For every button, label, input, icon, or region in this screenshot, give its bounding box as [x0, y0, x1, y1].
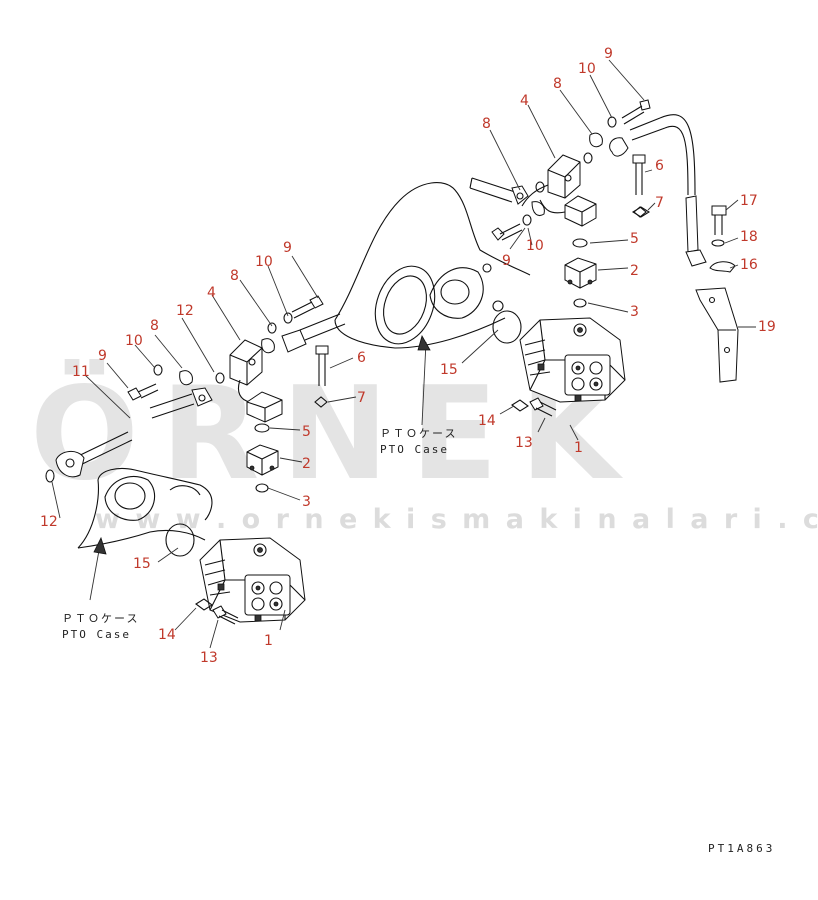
- pto-case-label-jp-right: ＰＴＯケース: [380, 427, 457, 440]
- callout-19: 19: [758, 319, 776, 335]
- left-assembly: [45, 295, 346, 625]
- callout-numbers: 9 10 8 4 8 6 7 5 2 3 9 10 17 18 16 19 15…: [40, 46, 776, 666]
- callout-10-left: 10: [125, 333, 143, 349]
- watermark-url: w w w . o r n e k i s m a k i n a l a r …: [95, 504, 818, 535]
- callout-14-right: 14: [478, 413, 496, 429]
- callout-11: 11: [72, 364, 90, 380]
- callout-4-left: 4: [207, 285, 216, 301]
- callout-10-mid: 10: [526, 238, 544, 254]
- callout-6-right: 6: [655, 158, 664, 174]
- callout-2-right: 2: [630, 263, 639, 279]
- callout-5-right: 5: [630, 231, 639, 247]
- callout-10-top: 10: [578, 61, 596, 77]
- callout-9-left: 9: [98, 348, 107, 364]
- callout-6-left: 6: [357, 350, 366, 366]
- leader-lines: [51, 59, 756, 649]
- callout-12-left: 12: [40, 514, 58, 530]
- callout-15-right: 15: [440, 362, 458, 378]
- callout-10-left-top: 10: [255, 254, 273, 270]
- callout-9-top: 9: [604, 46, 613, 62]
- callout-7-left: 7: [357, 390, 366, 406]
- hydraulic-pump-left: [199, 537, 306, 623]
- pto-case-labels: ＰＴＯケース PTO Case ＰＴＯケース PTO Case: [62, 427, 457, 641]
- callout-3-right: 3: [630, 304, 639, 320]
- callout-13-left: 13: [200, 650, 218, 666]
- pto-case-label-jp-left: ＰＴＯケース: [62, 612, 139, 625]
- callout-15-left: 15: [133, 556, 151, 572]
- o-ring-15-right: [492, 310, 522, 344]
- pto-case-label-en-left: PTO Case: [62, 628, 131, 641]
- callout-8-left: 8: [150, 318, 159, 334]
- callout-1-left: 1: [264, 633, 273, 649]
- pto-case-right: [334, 182, 531, 349]
- callout-13-right: 13: [515, 435, 533, 451]
- pto-case-label-en-right: PTO Case: [380, 443, 449, 456]
- callout-5-left: 5: [302, 424, 311, 440]
- callout-18: 18: [740, 229, 758, 245]
- callout-16: 16: [740, 257, 758, 273]
- callout-9-left-top: 9: [283, 240, 292, 256]
- upper-right-assembly: [469, 99, 739, 417]
- callout-2-left: 2: [302, 456, 311, 472]
- callout-1-right: 1: [574, 440, 583, 456]
- callout-3-left: 3: [302, 494, 311, 510]
- callout-14-left: 14: [158, 627, 176, 643]
- callout-9-mid: 9: [502, 253, 511, 269]
- callout-4-top: 4: [520, 93, 529, 109]
- hydraulic-pump-right: [519, 317, 626, 403]
- callout-7-right: 7: [655, 195, 664, 211]
- callout-12-left-top: 12: [176, 303, 194, 319]
- callout-8-top: 8: [553, 76, 562, 92]
- callout-17: 17: [740, 193, 758, 209]
- pto-case-left: [77, 467, 213, 557]
- o-ring-15-left: [165, 523, 195, 557]
- callout-8-left-top: 8: [230, 268, 239, 284]
- callout-8-mid: 8: [482, 116, 491, 132]
- drawing-code: PT1A863: [708, 842, 775, 855]
